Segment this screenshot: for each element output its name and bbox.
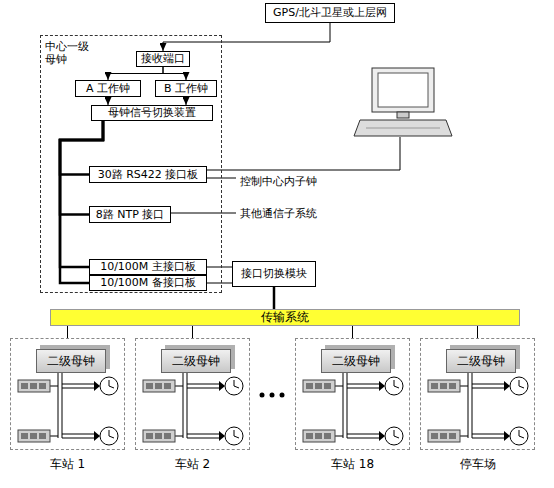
node-text: A 工作钟 <box>86 82 130 95</box>
subsystem-label: 其他通信子系统 <box>240 206 317 221</box>
transmission-band: 传输系统 <box>50 309 520 326</box>
clock-box: B 工作钟 <box>155 80 217 97</box>
clock-box: A 工作钟 <box>75 80 141 97</box>
node-text: 车站 1 <box>11 457 124 471</box>
node-text: 车站 18 <box>296 457 409 471</box>
node-text: 8路 NTP 接口 <box>96 208 165 221</box>
switch-box: 母钟信号切换装置 <box>91 105 213 121</box>
node-text: 30路 RS422 接口板 <box>98 168 199 181</box>
computer-icon <box>354 68 452 136</box>
station-equipment <box>303 372 403 445</box>
station-region: 停车场二级母钟 <box>420 338 535 450</box>
connector <box>207 267 232 268</box>
station-equipment <box>18 372 118 445</box>
station-region: 车站 1二级母钟 <box>10 338 125 450</box>
secondary-clock: 二级母钟 <box>36 349 106 373</box>
connector <box>186 97 187 105</box>
node-text: 车站 2 <box>136 457 249 471</box>
switch-module: 接口切换模块 <box>232 261 316 287</box>
node-text: B 工作钟 <box>164 82 208 95</box>
node-text: 接口切换模块 <box>241 267 307 280</box>
interface-box: 30路 RS422 接口板 <box>89 166 207 183</box>
interface-box: 10/100M 备接口板 <box>89 275 207 291</box>
connector <box>108 67 163 80</box>
connector <box>67 326 68 338</box>
connector <box>163 67 186 80</box>
connector <box>163 23 330 51</box>
connector <box>273 287 276 309</box>
station-equipment <box>143 372 243 445</box>
node-text: GPS/北斗卫星或上层网 <box>273 6 387 19</box>
connector <box>192 326 193 338</box>
node-text: 二级母钟 <box>332 354 380 368</box>
secondary-clock: 二级母钟 <box>321 349 391 373</box>
connector <box>477 326 478 338</box>
subsystem-label: 控制中心内子钟 <box>240 174 317 189</box>
node-text: 接收端口 <box>141 52 185 65</box>
station-region: 车站 18二级母钟 <box>295 338 410 450</box>
ellipsis-dots <box>260 393 285 398</box>
secondary-clock: 二级母钟 <box>161 349 231 373</box>
interface-box: 10/100M 主接口板 <box>89 259 207 275</box>
secondary-clock: 二级母钟 <box>446 349 516 373</box>
station-equipment <box>428 372 528 445</box>
connector <box>352 326 353 338</box>
node-text: 停车场 <box>421 457 534 471</box>
connector <box>108 97 109 105</box>
node-text: 二级母钟 <box>47 354 95 368</box>
node-text: 二级母钟 <box>172 354 220 368</box>
station-region: 车站 2二级母钟 <box>135 338 250 450</box>
source-box: GPS/北斗卫星或上层网 <box>265 3 395 23</box>
node-text: 二级母钟 <box>457 354 505 368</box>
node-text: 传输系统 <box>261 310 309 324</box>
connector <box>60 121 103 267</box>
node-text: 10/100M 备接口板 <box>100 276 196 289</box>
node-text: 中心一级 母钟 <box>45 40 93 66</box>
node-text: 10/100M 主接口板 <box>100 260 196 273</box>
port-box: 接收端口 <box>136 51 190 67</box>
node-text: 母钟信号切换装置 <box>108 106 196 119</box>
connector <box>207 283 232 284</box>
interface-box: 8路 NTP 接口 <box>89 206 171 223</box>
master-clock-region: 中心一级 母钟 接收端口 A 工作钟 B 工作钟母钟信号切换装置 30路 RS422 接… <box>40 35 222 293</box>
